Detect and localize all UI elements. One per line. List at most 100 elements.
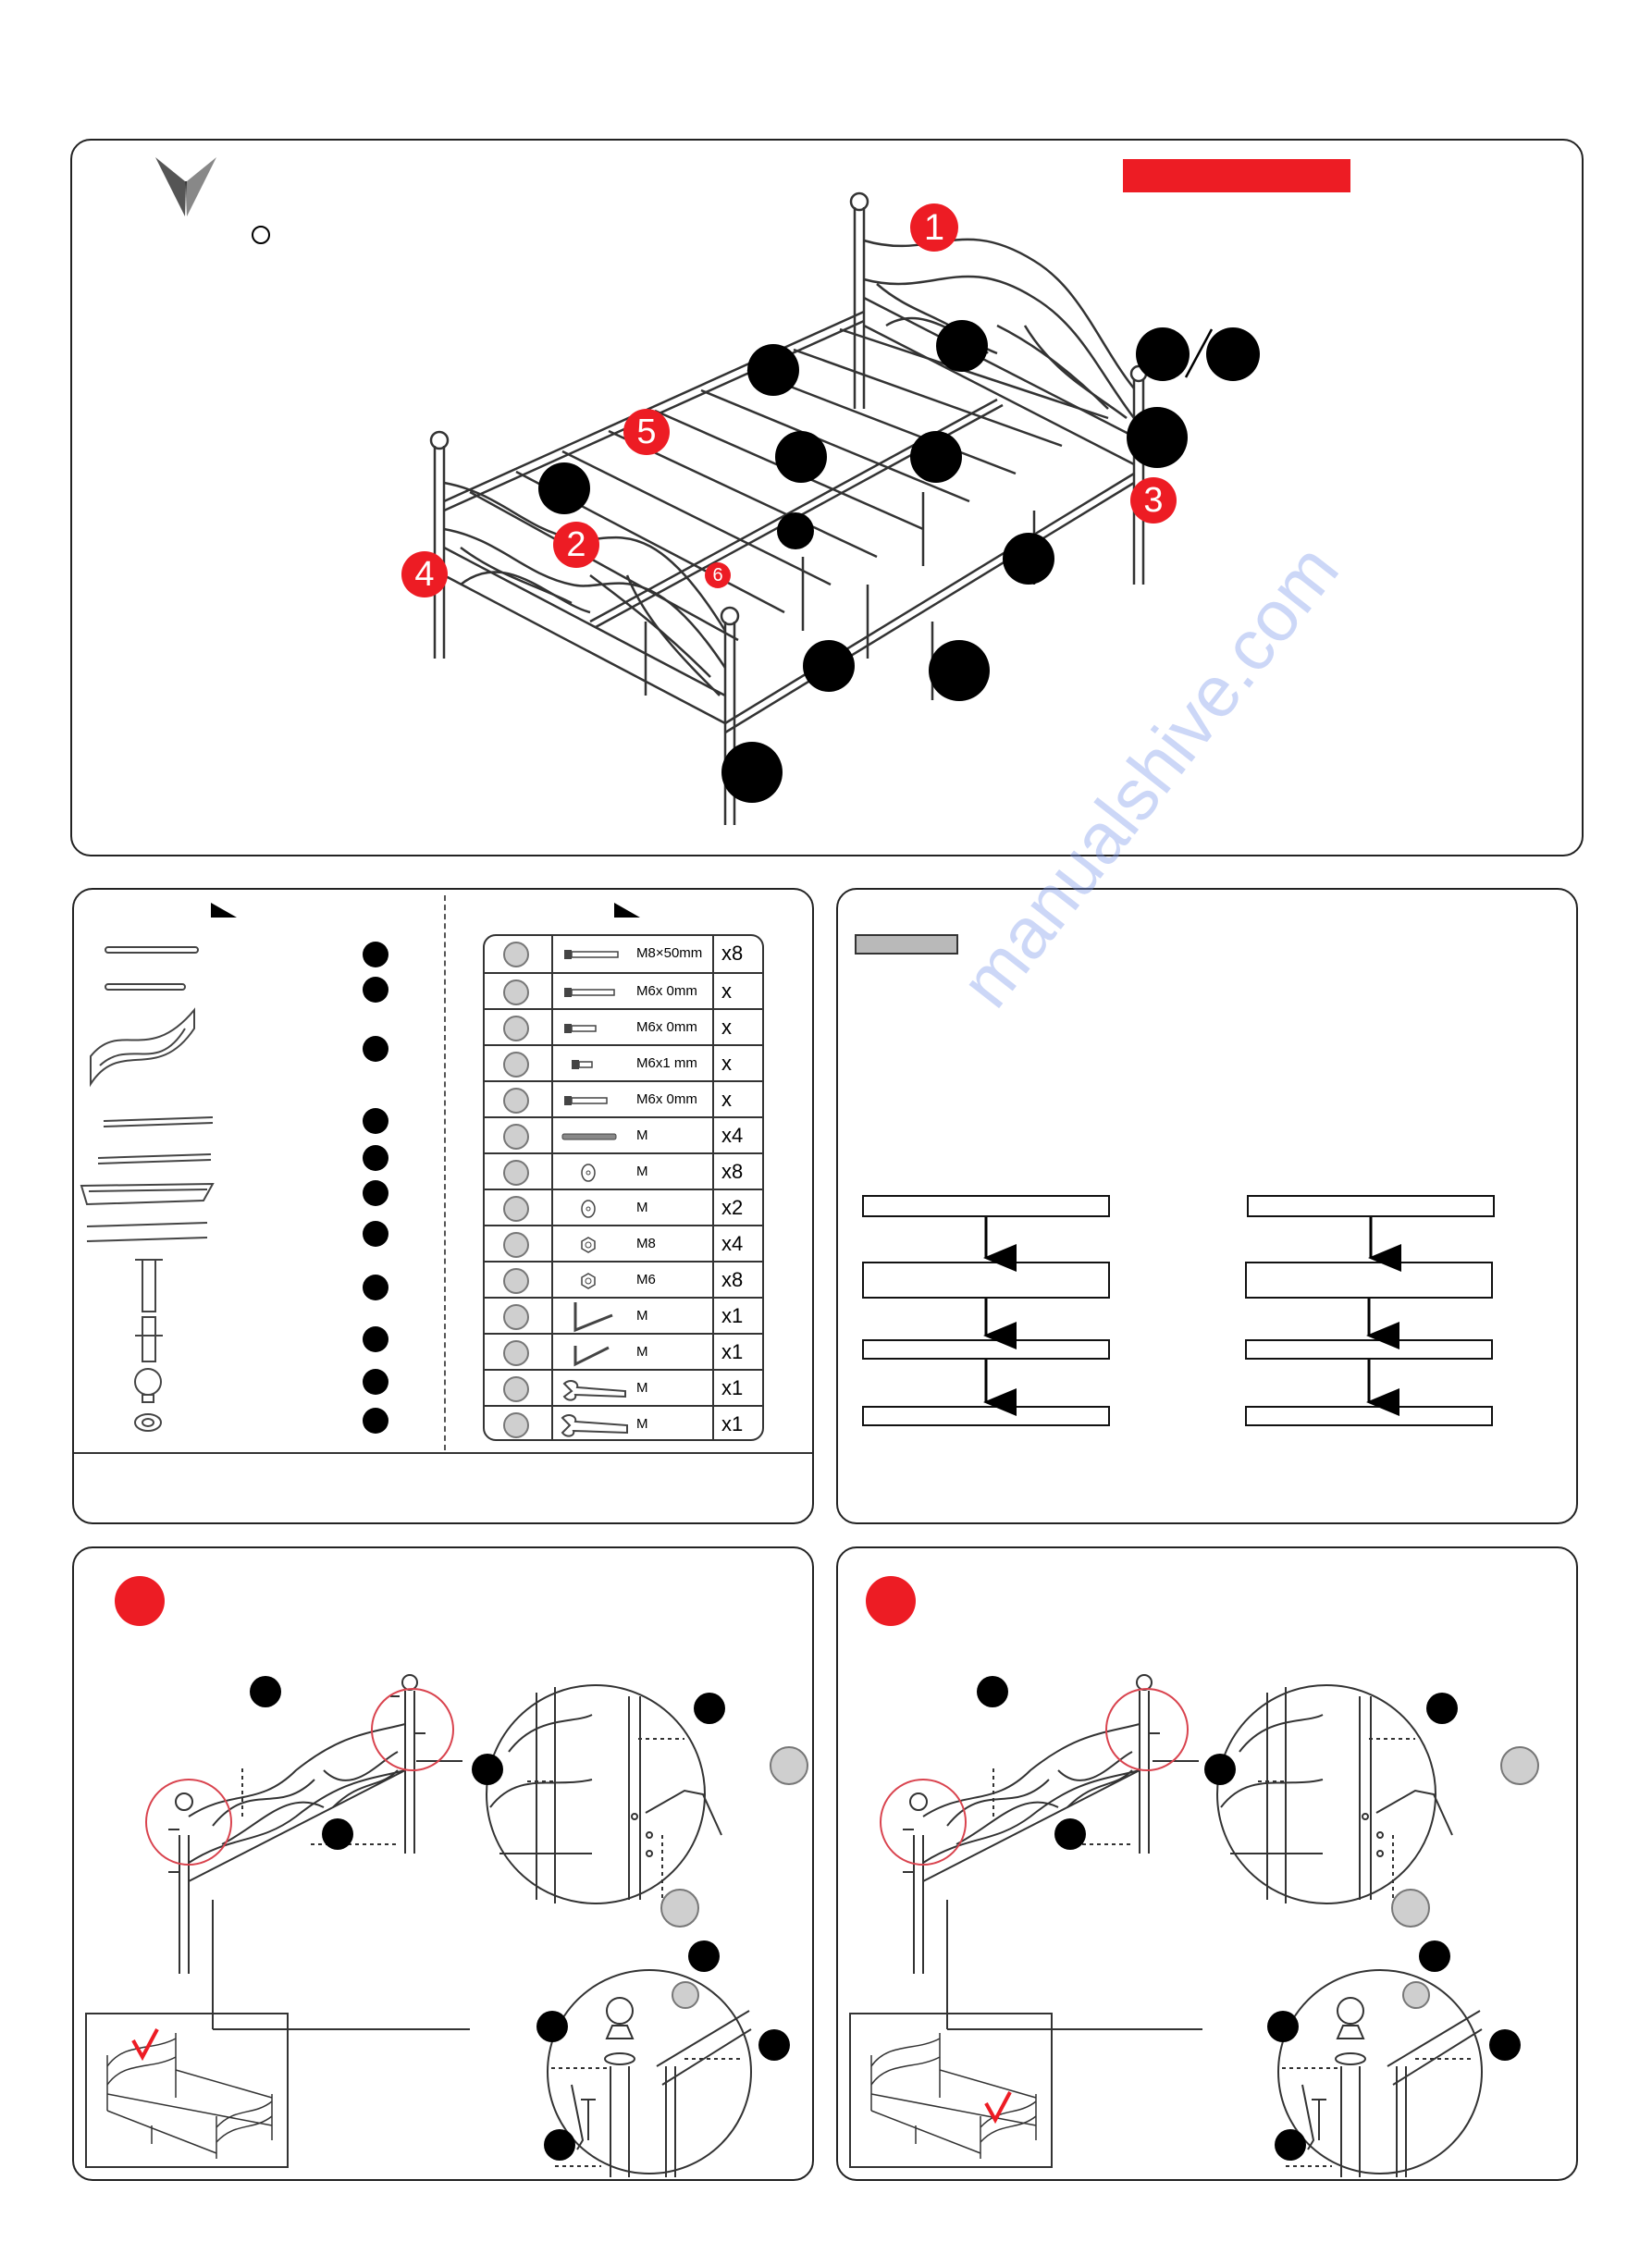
hardware-id-marker (503, 1232, 529, 1258)
inset-diagram (85, 2013, 289, 2168)
part-marker (775, 431, 827, 483)
table-row: M x1 (485, 1333, 762, 1369)
table-col-divider (712, 936, 714, 1439)
hardware-qty: x8 (721, 1268, 744, 1291)
step-2-diagram (880, 1674, 1483, 2177)
bolt-icon (564, 1096, 608, 1105)
hardware-id-marker (503, 1268, 529, 1294)
small-circle-icon (252, 226, 270, 244)
hardware-id-marker (503, 1160, 529, 1186)
callout-3: 3 (1130, 477, 1177, 524)
hardware-qty: x (721, 1088, 732, 1111)
table-row: M8 x4 (485, 1225, 762, 1261)
part-marker (363, 942, 388, 967)
part-marker (472, 1754, 503, 1785)
hardware-qty: x (721, 1052, 732, 1075)
table-row: M6x 0mm x (485, 1080, 762, 1116)
hardware-table: M8×50mm x8 M6x 0mm x M6x 0mm x M6x1 mm x… (483, 934, 764, 1441)
table-row: M6 x8 (485, 1261, 762, 1297)
part-marker (1003, 533, 1054, 585)
hardware-spec: M6x1 mm (636, 1055, 697, 1071)
step-number-badge (115, 1576, 165, 1626)
bolt-icon (564, 950, 619, 959)
hardware-spec: M8 (636, 1236, 656, 1251)
hardware-qty: x (721, 979, 732, 1003)
part-marker (1054, 1818, 1086, 1850)
table-row: M x2 (485, 1189, 762, 1225)
part-marker (1267, 2011, 1299, 2042)
title-bar (1123, 159, 1350, 192)
hardware-id-marker (503, 1304, 529, 1330)
hardware-qty: x1 (721, 1340, 744, 1363)
part-marker (777, 512, 814, 549)
part-marker (803, 640, 855, 692)
hardware-qty: x4 (721, 1232, 744, 1255)
hardware-marker (1391, 1889, 1430, 1928)
panel-footer-divider (74, 1452, 812, 1454)
hardware-qty: x1 (721, 1376, 744, 1399)
section-arrow-icon (211, 903, 237, 918)
part-marker (1419, 1940, 1450, 1972)
dowel-icon (561, 1133, 617, 1140)
table-row: M x8 (485, 1152, 762, 1189)
nut-icon (581, 1237, 596, 1253)
hardware-qty: x8 (721, 1160, 744, 1183)
table-row: M x1 (485, 1405, 762, 1439)
hardware-qty: x (721, 1016, 732, 1039)
hardware-spec: M6x 0mm (636, 983, 697, 999)
part-marker (363, 1408, 388, 1434)
table-row: M6x 0mm x (485, 1008, 762, 1044)
part-marker (363, 1326, 388, 1352)
table-row: M x1 (485, 1369, 762, 1405)
overview-panel: 1 2 3 4 5 6 (70, 139, 1584, 856)
hardware-id-marker (503, 1124, 529, 1150)
hardware-id-marker (503, 1340, 529, 1366)
callout-6: 6 (705, 562, 731, 588)
part-marker (536, 2011, 568, 2042)
hardware-qty: x8 (721, 942, 744, 965)
hardware-marker (672, 1981, 699, 2009)
hardware-spec: M (636, 1416, 648, 1432)
step-number-badge (866, 1576, 916, 1626)
washer-icon (581, 1164, 596, 1182)
bed-inset-illustration (870, 2033, 1037, 2159)
part-marker (363, 1180, 388, 1206)
hardware-id-marker (503, 1412, 529, 1438)
part-marker (363, 1275, 388, 1300)
hardware-id-marker (503, 1196, 529, 1222)
slash-separator (1184, 328, 1214, 378)
bed-frame-illustration (429, 191, 1148, 825)
parts-list-panel: M8×50mm x8 M6x 0mm x M6x 0mm x M6x1 mm x… (72, 888, 814, 1524)
step-1-panel (72, 1546, 814, 2181)
table-row: M8×50mm x8 (485, 936, 762, 972)
hardware-id-marker (503, 1016, 529, 1041)
callout-2: 2 (553, 522, 599, 568)
brand-logo (155, 157, 216, 216)
bolt-icon (572, 1060, 593, 1069)
bolt-icon (564, 988, 615, 997)
hardware-marker (770, 1746, 808, 1785)
part-marker (250, 1676, 281, 1707)
bed-inset-illustration (106, 2028, 273, 2159)
part-marker (363, 977, 388, 1003)
hardware-spec: M8×50mm (636, 945, 703, 961)
washer-icon (581, 1200, 596, 1218)
hardware-marker (1402, 1981, 1430, 2009)
hardware-spec: M6 (636, 1272, 656, 1287)
part-marker (688, 1940, 720, 1972)
hardware-spec: M (636, 1200, 648, 1215)
callout-5: 5 (623, 409, 670, 455)
hardware-id-marker (503, 1052, 529, 1078)
hardware-id-marker (503, 979, 529, 1005)
part-marker (363, 1369, 388, 1395)
part-marker (929, 640, 990, 701)
table-row: M x1 (485, 1297, 762, 1333)
part-marker (1489, 2029, 1521, 2061)
part-marker (1206, 327, 1260, 381)
step-2-panel (836, 1546, 1578, 2181)
part-marker (936, 320, 988, 372)
hardware-qty: x1 (721, 1304, 744, 1327)
nut-icon (581, 1273, 596, 1289)
table-col-divider (551, 936, 553, 1439)
part-marker (538, 462, 590, 514)
